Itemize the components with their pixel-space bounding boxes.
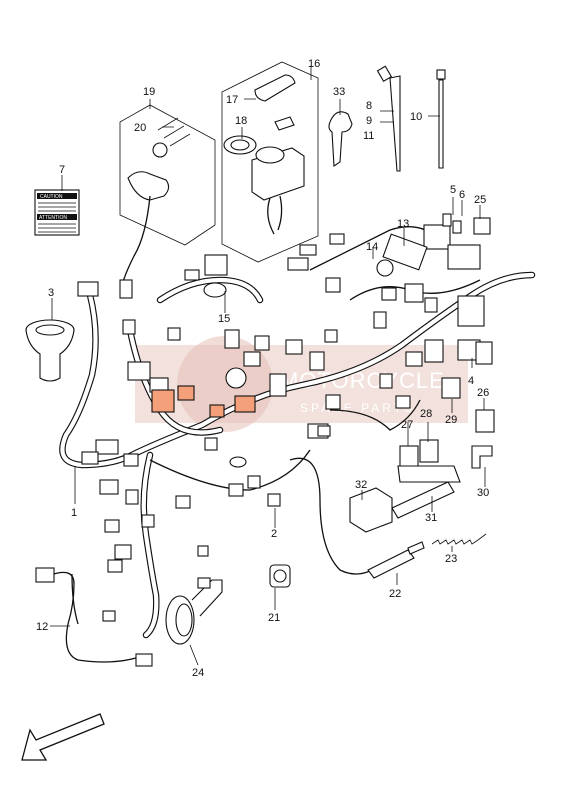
attention-text: ATTENTION bbox=[39, 215, 67, 221]
connectors bbox=[77, 224, 485, 573]
horn bbox=[165, 577, 223, 645]
relay-32 bbox=[349, 487, 393, 533]
callout-24: 24 bbox=[192, 667, 204, 679]
callout-22: 22 bbox=[389, 588, 401, 600]
caution-text: CAUTION bbox=[40, 194, 63, 200]
callout-15: 15 bbox=[218, 313, 230, 325]
callout-13: 13 bbox=[397, 218, 409, 230]
callout-8: 8 bbox=[366, 100, 372, 112]
callout-1: 1 bbox=[71, 507, 77, 519]
callout-numbers: 1 2 3 4 5 6 7 8 9 10 11 12 13 14 15 16 1… bbox=[36, 58, 489, 679]
sensor-22 bbox=[367, 541, 425, 579]
callout-33: 33 bbox=[333, 86, 345, 98]
callout-4: 4 bbox=[468, 375, 474, 387]
callout-27: 27 bbox=[401, 419, 413, 431]
callout-7: 7 bbox=[59, 164, 65, 176]
callout-30: 30 bbox=[477, 487, 489, 499]
callout-6: 6 bbox=[459, 189, 465, 201]
caution-label: CAUTION ATTENTION bbox=[34, 189, 80, 236]
callout-18: 18 bbox=[235, 115, 247, 127]
leader-lines bbox=[50, 66, 486, 666]
ignition-group-box bbox=[221, 61, 319, 263]
callout-29: 29 bbox=[445, 414, 457, 426]
callout-9: 9 bbox=[366, 115, 372, 127]
small-parts bbox=[376, 213, 495, 483]
switch-group-box bbox=[119, 104, 216, 287]
callout-17: 17 bbox=[226, 94, 238, 106]
small-connector bbox=[267, 493, 281, 507]
rubber-boot bbox=[25, 319, 75, 382]
callout-23: 23 bbox=[445, 553, 457, 565]
callout-16: 16 bbox=[308, 58, 320, 70]
callout-3: 3 bbox=[48, 287, 54, 299]
callout-26: 26 bbox=[477, 387, 489, 399]
callout-14: 14 bbox=[366, 241, 378, 253]
callout-19: 19 bbox=[143, 86, 155, 98]
cable-ties bbox=[376, 65, 446, 172]
bracket-31 bbox=[391, 481, 455, 519]
callout-31: 31 bbox=[425, 512, 437, 524]
watermark-title: MOTORCYCLE bbox=[280, 368, 445, 393]
main-harness bbox=[59, 226, 536, 639]
spring-23 bbox=[431, 533, 487, 545]
callout-32: 32 bbox=[355, 479, 367, 491]
callout-10: 10 bbox=[410, 111, 422, 123]
front-arrow bbox=[21, 713, 105, 761]
callout-2: 2 bbox=[271, 528, 277, 540]
callout-20: 20 bbox=[134, 122, 146, 134]
callout-25: 25 bbox=[474, 194, 486, 206]
callout-28: 28 bbox=[420, 408, 432, 420]
sub-harness bbox=[35, 567, 153, 667]
key bbox=[328, 111, 353, 167]
callout-5: 5 bbox=[450, 184, 456, 196]
callout-12: 12 bbox=[36, 621, 48, 633]
switch-21 bbox=[269, 564, 291, 588]
callout-21: 21 bbox=[268, 612, 280, 624]
callout-11: 11 bbox=[363, 130, 374, 142]
